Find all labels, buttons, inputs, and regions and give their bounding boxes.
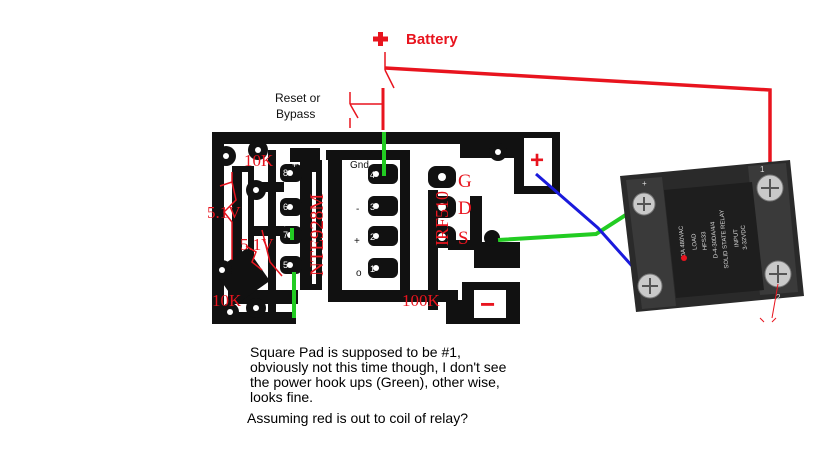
- ic-pin-number: 8: [283, 168, 288, 178]
- plus-terminal: +: [530, 147, 544, 174]
- ic-pin-number: 6: [283, 202, 288, 212]
- ic-pin-number: 7: [283, 230, 288, 240]
- ic-pin-number: 5: [283, 260, 288, 270]
- fet-pin-label-s: S: [458, 228, 469, 249]
- relay-input-range: 3-32VDC: [741, 224, 749, 250]
- note-question: Assuming red is out to coil of relay?: [247, 410, 468, 426]
- fet-part-label: IRF510: [432, 191, 452, 246]
- pin-label-gnd: Gnd: [350, 160, 369, 171]
- note-line: looks fine.: [250, 389, 314, 405]
- switch-label-line1: Reset or: [275, 91, 320, 105]
- switch-label-line2: Bypass: [276, 107, 315, 121]
- minus-terminal: −: [480, 289, 495, 319]
- reset-bypass-switch: [349, 92, 382, 128]
- resistor-label: 10K: [244, 151, 274, 170]
- relay-terminal-1: 1: [760, 165, 765, 174]
- note-line: Square Pad is supposed to be #1,: [250, 344, 461, 360]
- relay-input: INPUT: [733, 228, 741, 247]
- ic-pin-number: 1: [370, 264, 375, 274]
- fet-pin-label-d: D: [458, 198, 472, 219]
- pin-label-plus: +: [354, 236, 360, 247]
- note-line: the power hook ups (Green), other wise,: [250, 374, 500, 390]
- relay-title: SOLID STATE RELAY: [719, 209, 730, 268]
- relay-load: LOAD: [691, 233, 698, 250]
- relay-screws: [632, 174, 792, 299]
- battery-label: Battery: [406, 31, 458, 48]
- relay-terminal-plus: +: [642, 179, 647, 188]
- component-pads: [212, 140, 507, 321]
- battery-wire-to-relay: [384, 66, 772, 185]
- ic-part-label: NTE928M: [307, 194, 328, 276]
- pin-label-o: o: [356, 268, 362, 279]
- note-line: obviously not this time though, I don't …: [250, 359, 507, 375]
- relay-terminal-2: 2: [776, 293, 781, 302]
- annotation-note: Square Pad is supposed to be #1, obvious…: [247, 344, 550, 426]
- ic-pin-number: 4: [370, 170, 375, 180]
- coil-arrow: [759, 283, 779, 323]
- pin-label-minus: -: [356, 204, 359, 215]
- ic-pin-number: 3: [370, 202, 375, 212]
- fet-pads: [428, 166, 456, 248]
- fet-pin-label-g: G: [458, 171, 472, 192]
- relay-brand: HFS33: [701, 231, 709, 251]
- pcb-board: [212, 132, 560, 324]
- component-outlines: [219, 172, 283, 277]
- ic-pin-number: 2: [370, 232, 375, 242]
- battery-symbol: [373, 32, 388, 46]
- resistor-label: 10K: [212, 291, 242, 310]
- relay-led: [681, 255, 687, 261]
- pin-plus-marker: +: [292, 160, 297, 170]
- relay-rating: 40A 480VAC: [679, 225, 688, 260]
- zener-label: 5.1V: [240, 235, 274, 254]
- relay-model: D-4-30DA/4/4: [710, 221, 719, 259]
- resistor-label: 100K: [402, 291, 441, 310]
- battery-switch: [384, 52, 395, 89]
